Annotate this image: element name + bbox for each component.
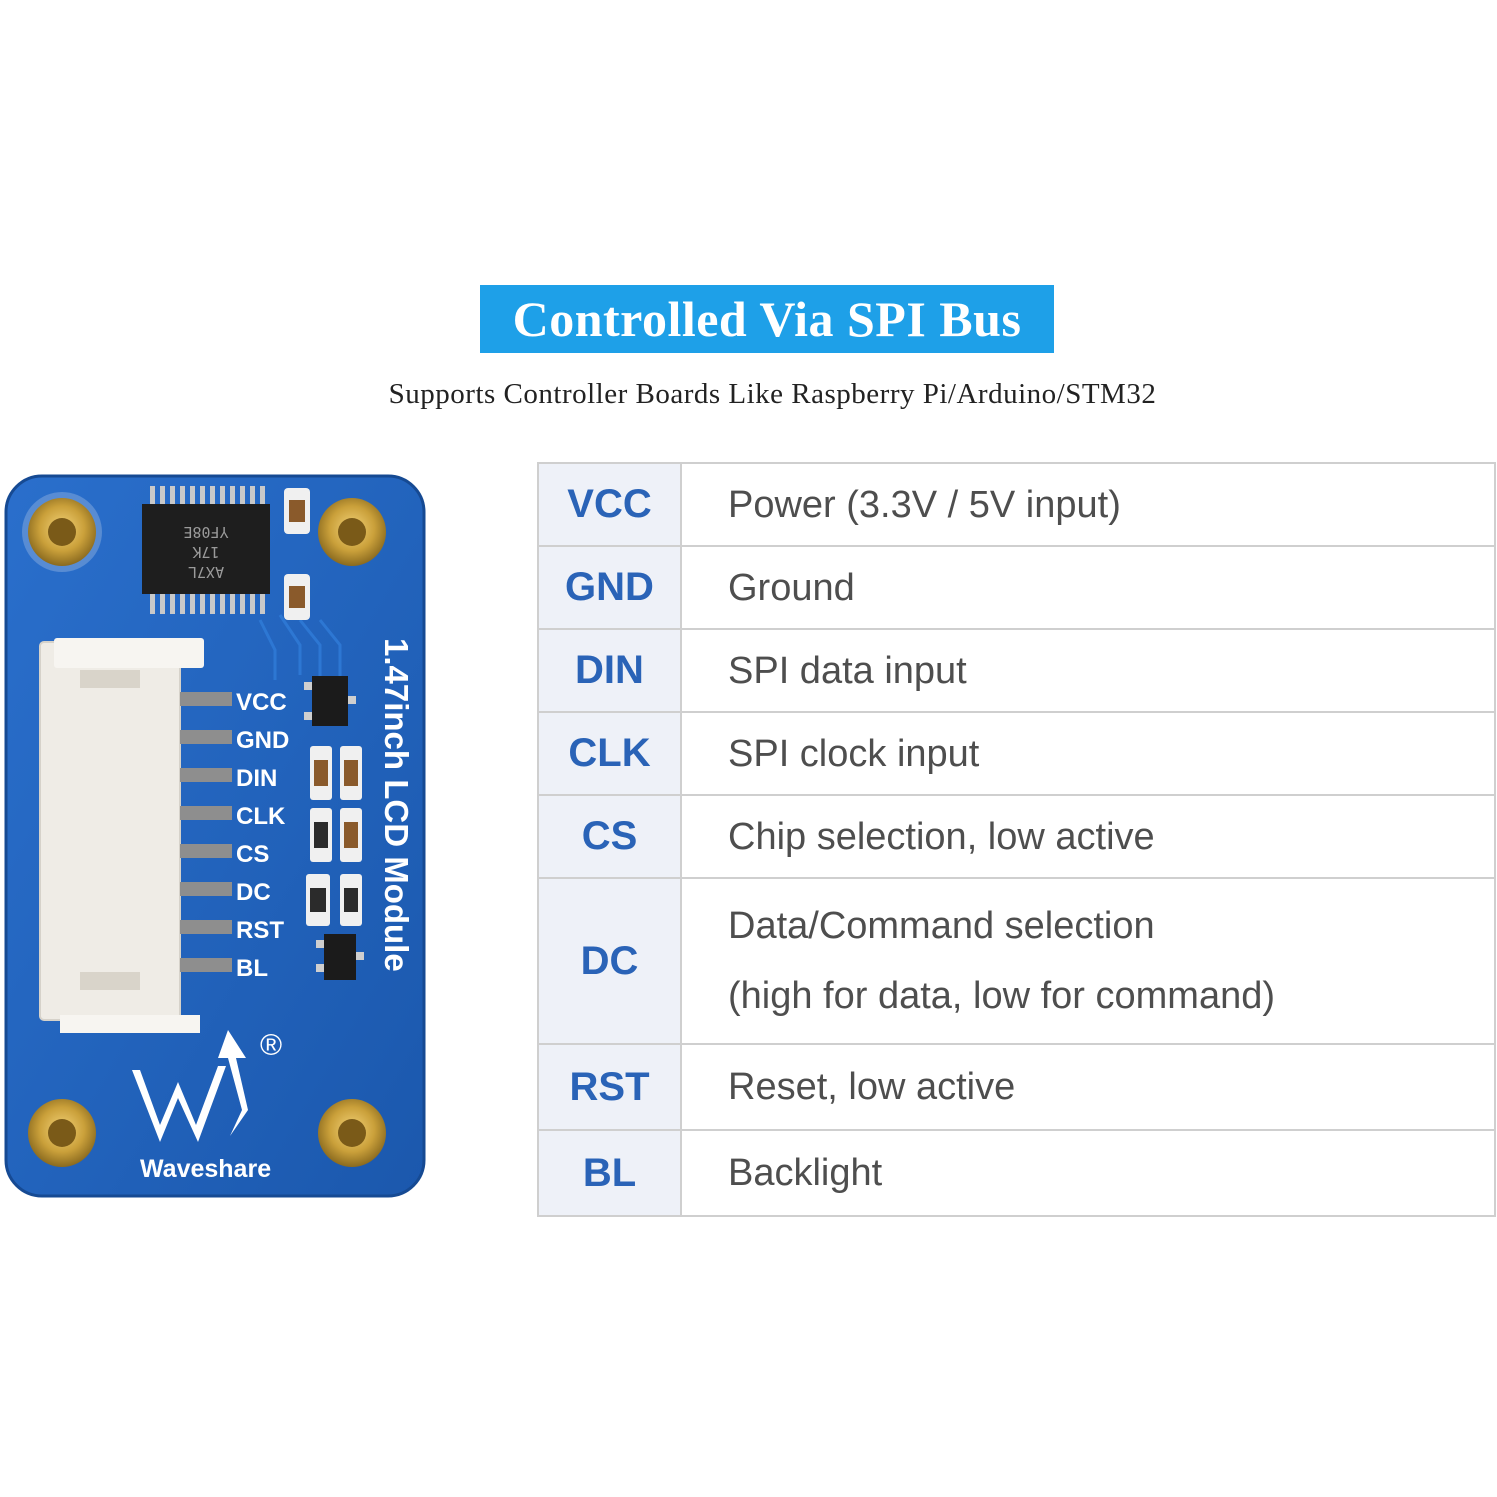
- pin-desc-vcc: Power (3.3V / 5V input): [680, 462, 1496, 547]
- table-row: GND Ground: [537, 545, 1496, 630]
- capacitors-top: [284, 488, 310, 620]
- mount-hole-top-right: [318, 498, 386, 566]
- page-subtitle: Supports Controller Boards Like Raspberr…: [388, 378, 1157, 410]
- board-pin-label-gnd: GND: [236, 727, 289, 754]
- pin-desc-bl: Backlight: [680, 1129, 1496, 1217]
- mount-hole-bottom-left: [28, 1099, 96, 1167]
- brand-name: Waveshare: [140, 1155, 271, 1183]
- board-pin-label-dc: DC: [236, 879, 271, 906]
- pin-name-bl: BL: [537, 1129, 682, 1217]
- pin-name-gnd: GND: [537, 545, 682, 630]
- table-row: VCC Power (3.3V / 5V input): [537, 462, 1496, 547]
- page-title: Controlled Via SPI Bus: [512, 291, 1022, 347]
- smd-components: [304, 676, 364, 980]
- pin-desc-dc: Data/Command selection (high for data, l…: [680, 877, 1496, 1045]
- pin-name-vcc: VCC: [537, 462, 682, 547]
- pin-description-table: VCC Power (3.3V / 5V input) GND Ground D…: [537, 462, 1496, 1217]
- table-row: DIN SPI data input: [537, 628, 1496, 713]
- pin-name-cs: CS: [537, 794, 682, 879]
- module-label: 1.47inch LCD Module: [378, 638, 415, 972]
- pin-desc-cs: Chip selection, low active: [680, 794, 1496, 879]
- chip-mark-3: AX7L: [188, 563, 224, 581]
- board-pin-label-rst: RST: [236, 917, 284, 944]
- pin-desc-din: SPI data input: [680, 628, 1496, 713]
- table-row: CS Chip selection, low active: [537, 794, 1496, 879]
- table-row: DC Data/Command selection (high for data…: [537, 877, 1496, 1045]
- waveshare-logo: ® Waveshare: [132, 1029, 282, 1183]
- board-pin-label-clk: CLK: [236, 803, 286, 830]
- pin-desc-clk: SPI clock input: [680, 711, 1496, 796]
- board-pin-label-vcc: VCC: [236, 689, 287, 716]
- pin-name-clk: CLK: [537, 711, 682, 796]
- board-pin-label-cs: CS: [236, 841, 269, 868]
- board-pin-label-din: DIN: [236, 765, 277, 792]
- table-row: RST Reset, low active: [537, 1043, 1496, 1131]
- chip-mark-2: 17K: [192, 543, 219, 561]
- mount-hole-top-left: [22, 492, 102, 572]
- mount-hole-bottom-right: [318, 1099, 386, 1167]
- table-row: BL Backlight: [537, 1129, 1496, 1217]
- pin-desc-gnd: Ground: [680, 545, 1496, 630]
- pin-name-rst: RST: [537, 1043, 682, 1131]
- registered-mark: ®: [260, 1029, 282, 1062]
- ic-chip: AX7L 17K YF08E: [142, 486, 270, 614]
- board-pin-label-bl: BL: [236, 955, 268, 982]
- table-row: CLK SPI clock input: [537, 711, 1496, 796]
- pin-connector: [39, 638, 204, 1033]
- lcd-module-board-image: AX7L 17K YF08E 1.47inch LCD Module VCC G…: [4, 474, 426, 1198]
- pin-name-dc: DC: [537, 877, 682, 1045]
- pin-desc-rst: Reset, low active: [680, 1043, 1496, 1131]
- pin-name-din: DIN: [537, 628, 682, 713]
- chip-mark-1: YF08E: [183, 523, 228, 541]
- title-banner: Controlled Via SPI Bus: [480, 285, 1054, 353]
